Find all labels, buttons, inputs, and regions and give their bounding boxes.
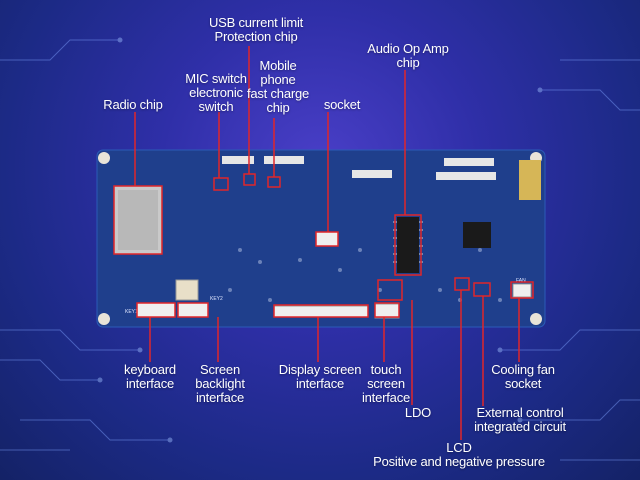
label-socket: socket	[323, 97, 361, 112]
callout-box-backlight	[177, 302, 209, 318]
label-keyboard-interface: keyboard interface	[124, 362, 176, 391]
callout-box-ldo	[377, 279, 403, 301]
audio-op-amp-ic	[397, 217, 419, 273]
callout-box-lcd	[454, 277, 470, 291]
label-mobile-fast-charge: Mobile phone fast charge chip	[246, 58, 310, 115]
external-control-ic	[463, 222, 491, 248]
label-touch-screen: touch screen interface	[361, 362, 411, 405]
callout-box-keyboard	[136, 302, 176, 318]
callout-box-radio	[113, 185, 163, 255]
label-ldo: LDO	[404, 405, 432, 420]
silk-fan: FAN	[516, 278, 526, 284]
label-display-screen: Display screen interface	[278, 362, 362, 391]
callout-box-audio	[394, 214, 422, 276]
callout-box-mic	[213, 177, 229, 191]
silk-key1: KEY1	[125, 309, 138, 315]
label-audio-op-amp: Audio Op Amp chip	[367, 41, 449, 70]
pin-headers	[222, 156, 496, 180]
mounting-holes	[98, 152, 542, 325]
label-mic-switch: MIC switch electronic switch	[185, 71, 247, 114]
label-cooling-fan: Cooling fan socket	[491, 362, 555, 391]
callout-box-touch	[374, 302, 400, 318]
silk-key2: KEY2	[210, 296, 223, 302]
callout-box-fan	[510, 281, 534, 299]
callout-box-extctl	[473, 282, 491, 297]
gold-component	[519, 160, 541, 200]
label-screen-backlight: Screen backlight interface	[195, 362, 245, 405]
label-external-control: External control integrated circuit	[474, 405, 566, 434]
callout-box-socket	[315, 231, 339, 247]
label-lcd-pressure: LCD Positive and negative pressure	[373, 440, 545, 469]
bottom-connectors	[136, 231, 532, 319]
label-radio-chip: Radio chip	[103, 97, 163, 112]
callout-box-display	[273, 304, 369, 318]
label-usb-current-limit: USB current limit Protection chip	[208, 15, 304, 44]
